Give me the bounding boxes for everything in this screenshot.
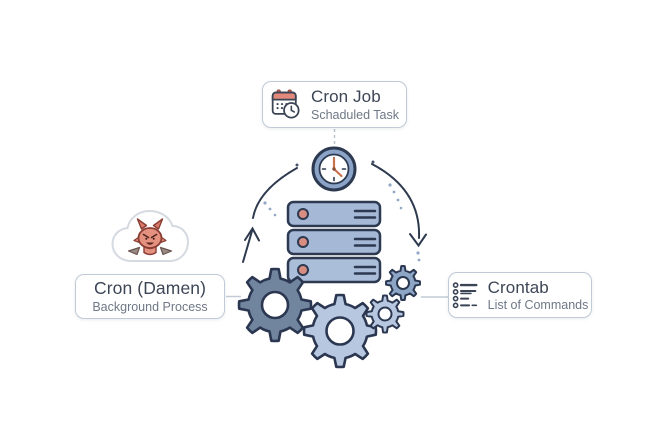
devil-cloud-icon <box>111 209 190 262</box>
node-title: Cron Job <box>310 87 381 107</box>
node-cron-job: Cron Job Schaduled Task <box>262 81 407 128</box>
server-row <box>286 256 382 284</box>
server-stack-icon <box>286 200 382 284</box>
clock-icon <box>311 146 357 192</box>
devil-face <box>127 218 173 256</box>
node-cron-daemon: Cron (Damen) Background Process <box>75 274 225 319</box>
node-subtitle: Schaduled Task <box>310 107 400 122</box>
server-row <box>286 200 382 228</box>
curved-arrow-up-icon <box>242 167 298 263</box>
node-title: Cron (Damen) <box>93 278 207 299</box>
node-subtitle: Background Process <box>92 299 208 314</box>
server-row <box>286 228 382 256</box>
calendar-clock-icon <box>271 88 300 119</box>
curved-arrow-down-icon <box>371 163 427 248</box>
list-icon <box>452 282 478 309</box>
gear-icon <box>385 265 421 301</box>
gear-icon <box>237 267 313 343</box>
dotted-trail <box>263 160 421 262</box>
gear-icon <box>302 293 378 369</box>
gear-icon <box>365 294 405 334</box>
node-crontab: Crontab List of Commands <box>448 272 592 318</box>
node-subtitle: List of Commands <box>487 298 589 313</box>
node-title: Crontab <box>487 277 549 297</box>
gear-cluster <box>237 265 421 369</box>
